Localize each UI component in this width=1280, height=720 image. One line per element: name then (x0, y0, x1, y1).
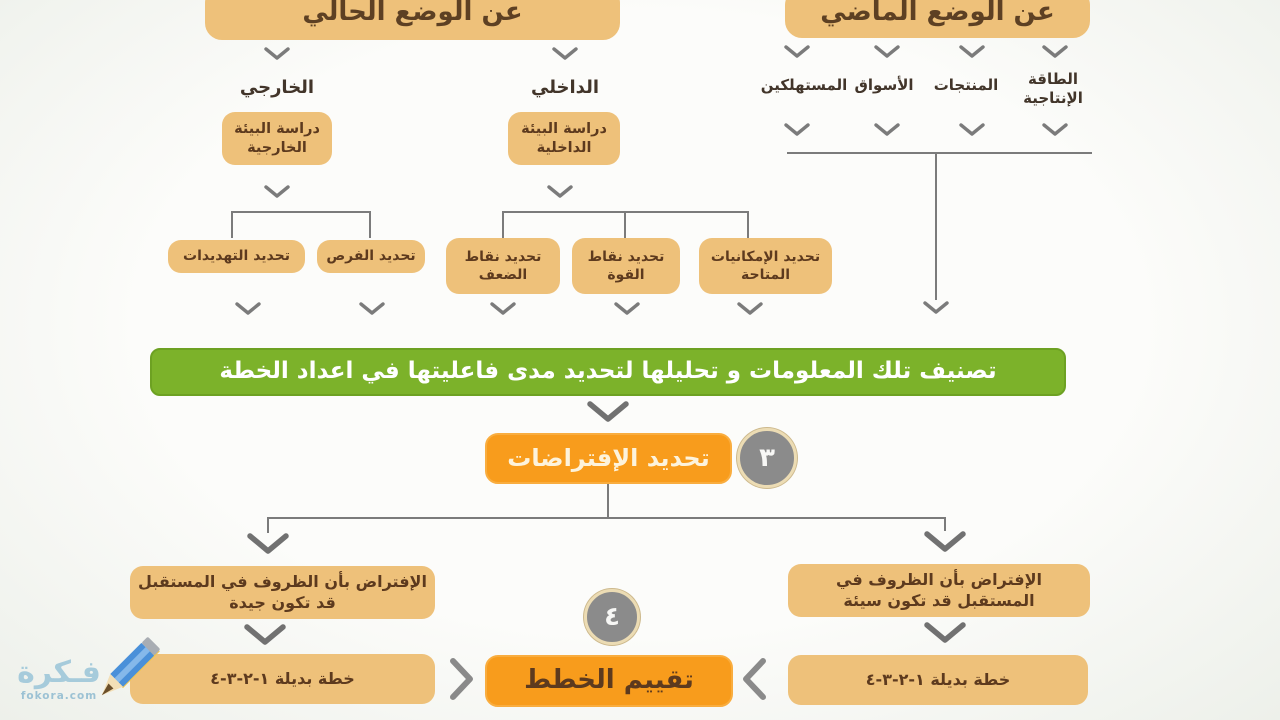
identify-threats-box: تحديد التهديدات (168, 240, 305, 273)
category-products: المنتجات (933, 75, 999, 94)
watermark-domain-text: fokora.com (20, 690, 98, 702)
current-situation-title: عن الوضع الحالي (205, 0, 620, 40)
study-internal-environment-box: دراسة البيئة الداخلية (508, 112, 620, 165)
chevron-down-icon (924, 622, 966, 643)
chevron-down-icon (614, 302, 640, 315)
step-4-badge: ٤ (584, 589, 640, 645)
category-production-capacity: الطاقة الإنتاجية (1023, 70, 1083, 107)
assumption-bad-conditions-box: الإفتراض بأن الظروف في المستقبل قد تكون … (788, 564, 1090, 617)
chevron-down-icon (547, 185, 573, 198)
chevron-left-icon (743, 658, 766, 700)
alternative-plan-left-box: خطة بديلة ١-٢-٣-٤ (130, 654, 435, 704)
identify-opportunities-box: تحديد الفرص (317, 240, 425, 273)
chevron-down-icon (235, 302, 261, 315)
pencil-icon (101, 637, 160, 696)
identify-weaknesses-box: تحديد نقاط الضعف (446, 238, 560, 294)
chevron-right-icon (450, 658, 473, 700)
category-markets: الأسواق (854, 75, 914, 94)
study-external-environment-box: دراسة البيئة الخارجية (222, 112, 332, 165)
chevron-down-icon (784, 45, 810, 58)
classify-information-bar: تصنيف تلك المعلومات و تحليلها لتحديد مدى… (150, 348, 1066, 396)
chevron-down-icon (874, 123, 900, 136)
chevron-down-icon (490, 302, 516, 315)
assumptions-split (267, 517, 946, 533)
chevron-down-icon (244, 624, 286, 645)
chevron-down-icon (247, 533, 289, 554)
chevron-down-icon (264, 185, 290, 198)
chevron-down-icon (1042, 123, 1068, 136)
identify-capabilities-box: تحديد الإمكانيات المتاحة (699, 238, 832, 294)
category-consumers: المستهلكين (760, 75, 848, 94)
alternative-plan-right-box: خطة بديلة ١-٢-٣-٤ (788, 655, 1088, 705)
chevron-down-icon (784, 123, 810, 136)
step-3-badge: ٣ (737, 428, 797, 488)
chevron-down-icon (552, 47, 578, 60)
external-branch-label: الخارجي (239, 76, 315, 98)
chevron-down-icon (737, 302, 763, 315)
bracket-external (231, 211, 371, 238)
past-situation-title: عن الوضع الماضي (785, 0, 1090, 38)
chevron-down-icon (959, 45, 985, 58)
assumption-good-conditions-box: الإفتراض بأن الظروف في المستقبل قد تكون … (130, 566, 435, 619)
watermark-logo: فـكرة fokora.com (4, 655, 114, 702)
chevron-down-icon (264, 47, 290, 60)
identify-strengths-box: تحديد نقاط القوة (572, 238, 680, 294)
determine-assumptions-box: تحديد الإفتراضات (485, 433, 732, 484)
chevron-down-icon (959, 123, 985, 136)
chevron-down-icon (587, 401, 629, 422)
chevron-down-icon (923, 301, 949, 314)
chevron-down-icon (924, 531, 966, 552)
chevron-down-icon (874, 45, 900, 58)
chevron-down-icon (359, 302, 385, 315)
evaluate-plans-box: تقييم الخطط (485, 655, 733, 707)
watermark-brand-text: فـكرة (17, 655, 101, 690)
internal-branch-label: الداخلي (530, 76, 600, 98)
chevron-down-icon (1042, 45, 1068, 58)
